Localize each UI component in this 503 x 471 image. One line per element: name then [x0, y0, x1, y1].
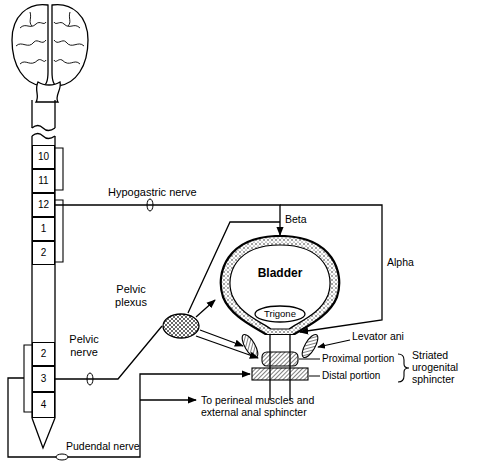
part-label: Pudendal nerve — [66, 440, 140, 452]
part-label: Alpha — [387, 256, 414, 268]
segment-number: 2 — [41, 348, 47, 360]
spinal-segment: 1 — [32, 217, 55, 241]
spinal-segment: 3 — [32, 366, 55, 392]
trigone-shape — [255, 306, 305, 322]
part-label: To perineal muscles and external anal sp… — [201, 394, 351, 418]
pudendal-branch — [140, 399, 196, 400]
levator-ani — [299, 332, 321, 360]
nerve-connector — [196, 300, 215, 317]
segment-number: 11 — [38, 175, 48, 187]
proximal-sphincter — [262, 352, 298, 366]
plexus-label: Pelvic plexus — [108, 283, 154, 308]
spinal-segment: 10 — [32, 145, 55, 169]
bladder: BladderTrigone — [215, 235, 345, 335]
leader-arrow — [318, 340, 350, 347]
nerve-connector — [55, 326, 162, 379]
segment-number: 4 — [41, 399, 47, 411]
brace — [398, 354, 409, 382]
brain-hemisphere — [52, 5, 88, 86]
brain-gyri — [16, 12, 84, 64]
leader-line — [309, 376, 320, 377]
nerve-label: Pelvic nerve — [64, 333, 104, 358]
segment-number: 1 — [41, 223, 47, 235]
nerve-mark — [56, 454, 68, 460]
brainstem — [36, 82, 60, 102]
bladder-lumen — [230, 245, 330, 329]
pelvic-plexus: Pelvic plexus — [162, 313, 200, 339]
spinal-segment: 2 — [32, 241, 55, 265]
part-label: Distal portion — [322, 370, 380, 382]
part-label: Proximal portion — [322, 353, 394, 365]
segment-number: 12 — [38, 199, 49, 211]
spinal-cord — [32, 100, 55, 448]
nerve-mark — [87, 373, 93, 385]
segment-bracket — [24, 148, 63, 412]
nerve-mark — [147, 199, 153, 211]
bladder-label: Bladder — [215, 267, 345, 281]
nerve-label: Hypogastric nerve — [108, 186, 197, 199]
spinal-segment: 4 — [32, 392, 55, 418]
part-label: Beta — [285, 213, 307, 225]
nerve-connector — [55, 205, 280, 235]
plexus-branch — [200, 330, 243, 346]
part-label: Levator ani — [352, 330, 404, 342]
part-label: Striated urogenital sphincter — [412, 349, 470, 385]
segment-number: 3 — [41, 373, 47, 385]
urethra — [270, 334, 290, 400]
brain — [12, 5, 88, 86]
bladder-wall — [221, 236, 340, 335]
leader-line — [299, 359, 320, 360]
spinal-segment: 11 — [32, 169, 55, 193]
levator-ani — [239, 332, 261, 360]
segment-number: 2 — [41, 247, 47, 259]
spinal-segment: 12 — [32, 193, 55, 217]
brain-hemisphere — [12, 5, 48, 86]
plexus-shape — [163, 314, 199, 338]
trigone: Trigone — [254, 305, 306, 323]
distal-sphincter — [252, 368, 308, 380]
trigone-label: Trigone — [264, 309, 296, 320]
spinal-segment: 2 — [32, 342, 55, 366]
plexus-outline — [162, 313, 200, 339]
segment-number: 10 — [38, 151, 49, 163]
